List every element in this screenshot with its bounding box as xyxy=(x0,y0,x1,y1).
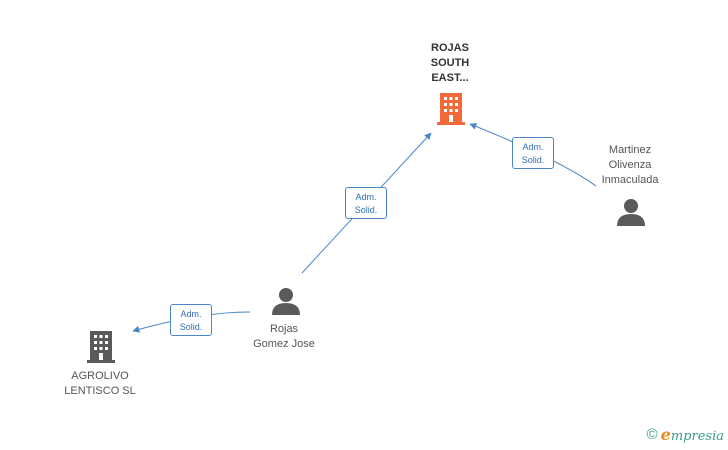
edge-label-line2: Solid. xyxy=(179,322,203,332)
person-label-martinez[interactable]: Martinez Olivenza Inmaculada xyxy=(601,144,659,186)
empresia-watermark: © empresia xyxy=(647,424,724,444)
empresia-logo-text: mpresia xyxy=(670,428,724,444)
person-label-rojas-gomez[interactable]: Rojas Gomez Jose xyxy=(253,323,315,350)
edge-label-adm-solid: Adm. Solid. xyxy=(170,304,212,336)
building-icon[interactable] xyxy=(437,93,465,125)
edge-label-line2: Solid. xyxy=(354,205,378,215)
edge-label-line1: Adm. xyxy=(180,309,202,319)
copyright-symbol: © xyxy=(646,425,658,443)
edge-label-adm-solid: Adm. Solid. xyxy=(512,137,554,169)
edge-label-line2: Solid. xyxy=(521,155,545,165)
edge-label-line1: Adm. xyxy=(522,142,544,152)
company-label-agrolivo[interactable]: AGROLIVO LENTISCO SL xyxy=(64,370,136,397)
empresia-logo-initial: e xyxy=(660,424,671,444)
person-icon[interactable] xyxy=(272,288,300,315)
company-label-rojas-south-east[interactable]: ROJAS SOUTH EAST... xyxy=(430,42,470,84)
edge-label-line1: Adm. xyxy=(355,192,377,202)
empresia-logo: empresia xyxy=(661,425,724,444)
edge-label-adm-solid: Adm. Solid. xyxy=(345,187,387,219)
building-icon[interactable] xyxy=(87,331,115,363)
person-icon[interactable] xyxy=(617,199,645,226)
